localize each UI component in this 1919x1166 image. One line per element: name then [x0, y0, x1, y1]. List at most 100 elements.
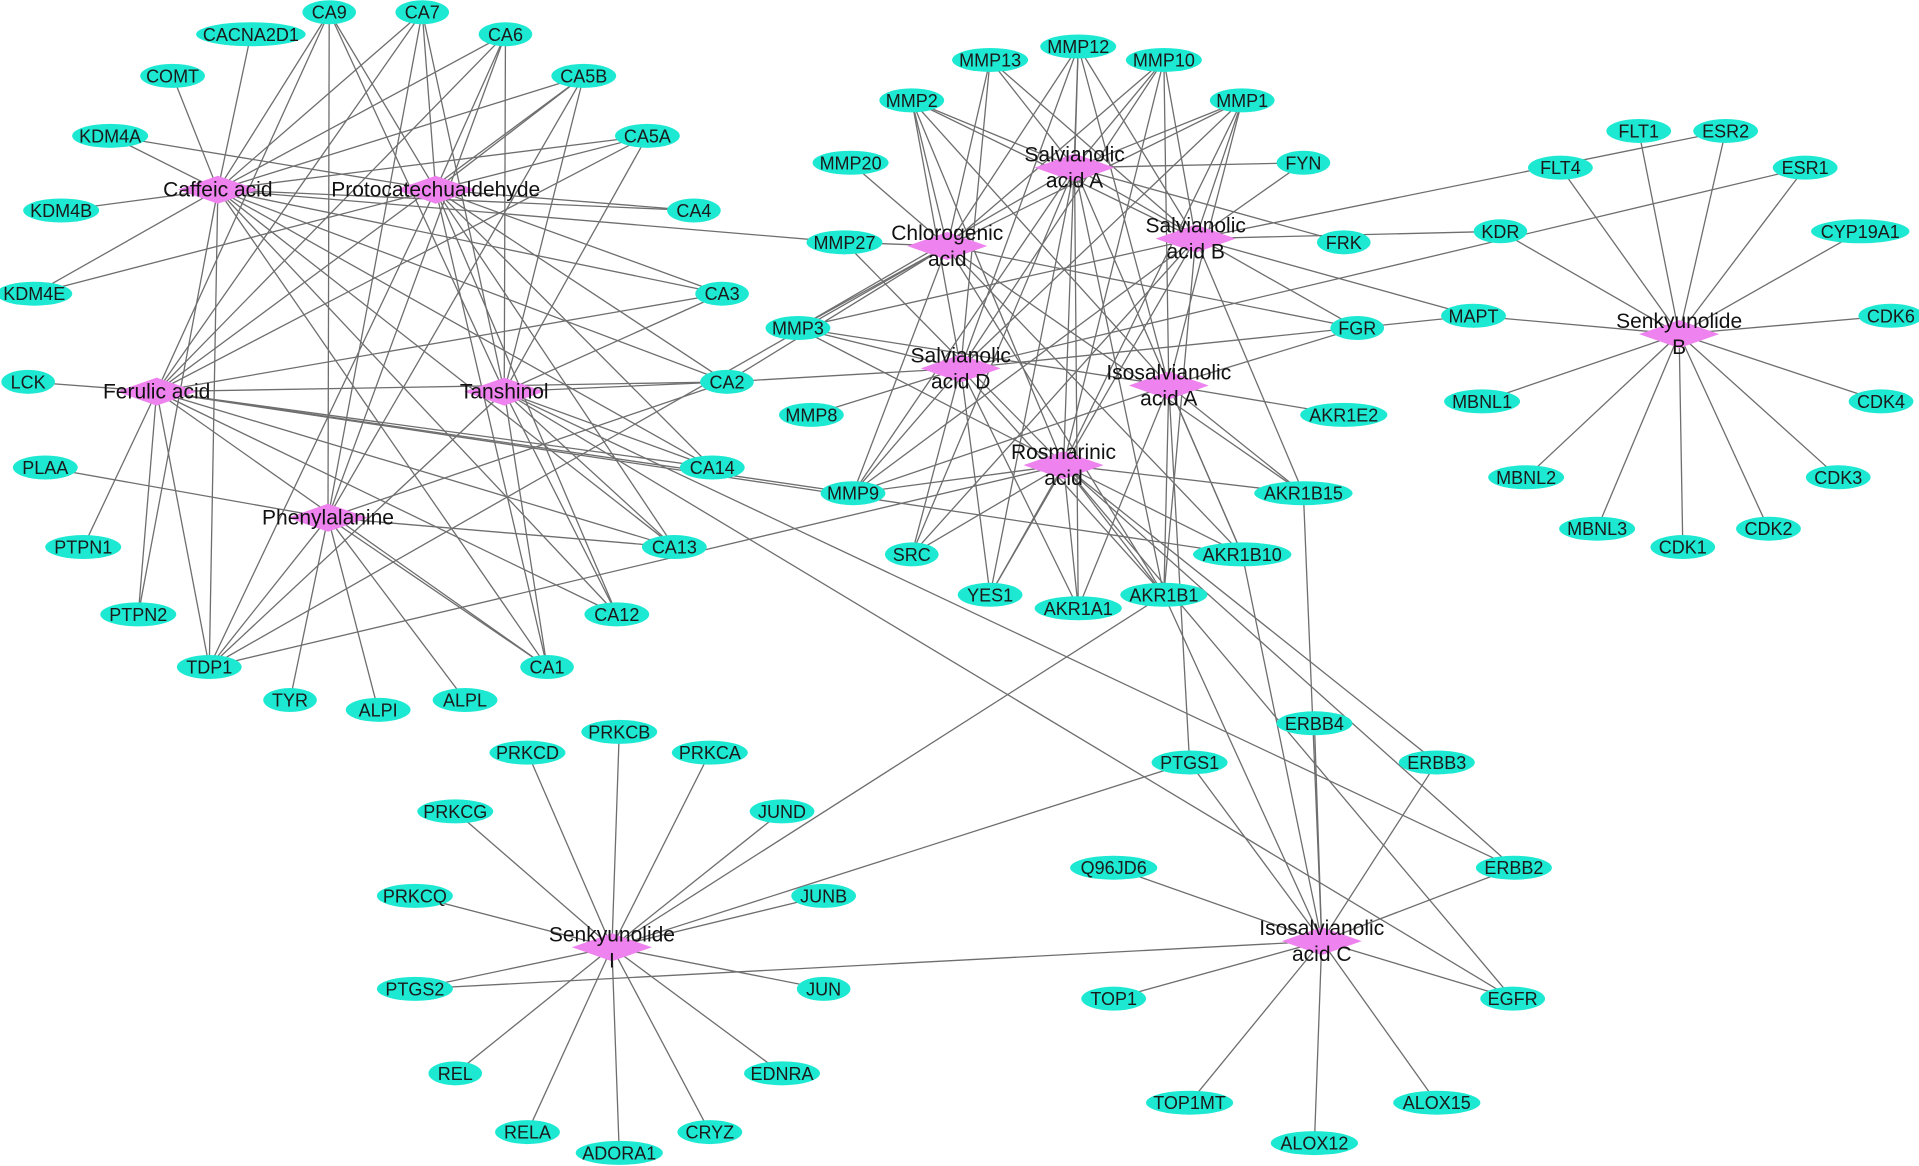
target-node-fgr[interactable]: FGR: [1330, 315, 1385, 340]
target-node-tdp1[interactable]: TDP1: [176, 654, 242, 679]
target-node-prkca[interactable]: PRKCA: [671, 740, 748, 765]
compound-node-caffeic[interactable]: Caffeic acid: [163, 175, 273, 204]
target-label: AKR1B1: [1129, 585, 1198, 605]
target-node-ca6[interactable]: CA6: [478, 22, 533, 47]
target-node-ca3[interactable]: CA3: [695, 281, 749, 306]
target-node-mmp13[interactable]: MMP13: [952, 47, 1029, 72]
target-node-ca4[interactable]: CA4: [667, 198, 721, 223]
target-node-prkcb[interactable]: PRKCB: [581, 719, 658, 744]
target-node-alox12[interactable]: ALOX12: [1270, 1131, 1359, 1156]
target-node-jund[interactable]: JUND: [749, 799, 815, 824]
target-node-src[interactable]: SRC: [884, 542, 939, 567]
target-node-cacna2d1[interactable]: CACNA2D1: [196, 22, 306, 47]
target-node-ptpn1[interactable]: PTPN1: [45, 535, 122, 560]
target-node-mmp20[interactable]: MMP20: [812, 150, 889, 175]
target-node-ca12[interactable]: CA12: [584, 602, 650, 627]
target-node-jun[interactable]: JUN: [796, 976, 851, 1001]
target-node-mapt[interactable]: MAPT: [1441, 303, 1506, 328]
target-node-flt1[interactable]: FLT1: [1606, 118, 1672, 143]
target-node-cdk6[interactable]: CDK6: [1858, 303, 1919, 328]
target-node-ca5b[interactable]: CA5B: [551, 63, 617, 88]
target-node-ptgs1[interactable]: PTGS1: [1151, 750, 1228, 775]
target-node-erbb2[interactable]: ERBB2: [1475, 855, 1552, 880]
target-node-lck[interactable]: LCK: [1, 369, 55, 394]
target-node-comt[interactable]: COMT: [140, 63, 205, 88]
target-node-cdk1[interactable]: CDK1: [1650, 535, 1716, 560]
target-node-fyn[interactable]: FYN: [1276, 150, 1331, 175]
target-node-ca1[interactable]: CA1: [520, 654, 574, 679]
target-node-akr1b15[interactable]: AKR1B15: [1254, 481, 1353, 506]
target-node-ca13[interactable]: CA13: [641, 535, 707, 560]
target-node-mmp3[interactable]: MMP3: [765, 315, 831, 340]
compound-node-protocat[interactable]: Protocatechualdehyde: [331, 175, 540, 204]
target-node-cdk3[interactable]: CDK3: [1805, 465, 1871, 490]
target-node-mmp12[interactable]: MMP12: [1040, 34, 1117, 59]
target-node-mmp9[interactable]: MMP9: [820, 481, 886, 506]
target-node-plaa[interactable]: PLAA: [12, 455, 78, 480]
target-node-kdm4a[interactable]: KDM4A: [72, 123, 149, 148]
target-node-alpl[interactable]: ALPL: [432, 688, 498, 713]
target-node-junb[interactable]: JUNB: [791, 883, 857, 908]
target-node-mmp27[interactable]: MMP27: [806, 230, 883, 255]
target-node-akr1a1[interactable]: AKR1A1: [1034, 596, 1122, 621]
target-node-akr1e2[interactable]: AKR1E2: [1300, 402, 1388, 427]
target-node-q96jd6[interactable]: Q96JD6: [1070, 855, 1158, 880]
target-node-cyp19a1[interactable]: CYP19A1: [1811, 219, 1910, 244]
target-node-esr1[interactable]: ESR1: [1772, 155, 1838, 180]
target-node-mbnl1[interactable]: MBNL1: [1444, 389, 1521, 414]
target-node-prkcq[interactable]: PRKCQ: [376, 883, 453, 908]
target-node-prkcg[interactable]: PRKCG: [417, 799, 494, 824]
target-node-kdm4e[interactable]: KDM4E: [0, 281, 73, 306]
target-node-ca9[interactable]: CA9: [302, 0, 357, 25]
target-node-adora1[interactable]: ADORA1: [575, 1140, 663, 1165]
target-node-akr1b1[interactable]: AKR1B1: [1120, 582, 1208, 607]
target-node-cryz[interactable]: CRYZ: [677, 1120, 743, 1145]
target-node-mmp1[interactable]: MMP1: [1209, 88, 1275, 113]
target-node-flt4[interactable]: FLT4: [1528, 155, 1593, 180]
target-node-ednra[interactable]: EDNRA: [744, 1061, 821, 1086]
target-node-alox15[interactable]: ALOX15: [1393, 1090, 1481, 1115]
compound-node-ferulic[interactable]: Ferulic acid: [103, 377, 210, 406]
target-node-cdk4[interactable]: CDK4: [1848, 389, 1914, 414]
target-node-ptpn2[interactable]: PTPN2: [100, 602, 177, 627]
target-node-prkcd[interactable]: PRKCD: [489, 740, 566, 765]
target-node-mmp8[interactable]: MMP8: [779, 402, 844, 427]
target-node-frk[interactable]: FRK: [1316, 230, 1371, 255]
target-node-top1mt[interactable]: TOP1MT: [1145, 1090, 1234, 1115]
target-node-ptgs2[interactable]: PTGS2: [376, 976, 453, 1001]
target-node-tyr[interactable]: TYR: [263, 688, 317, 713]
target-node-top1[interactable]: TOP1: [1081, 986, 1147, 1011]
target-node-mmp2[interactable]: MMP2: [879, 88, 945, 113]
compound-node-phenylalanine[interactable]: Phenylalanine: [262, 503, 394, 532]
target-node-cdk2[interactable]: CDK2: [1736, 516, 1801, 541]
target-node-ca5a[interactable]: CA5A: [615, 123, 680, 148]
target-node-ca2[interactable]: CA2: [700, 369, 754, 394]
target-node-rel[interactable]: REL: [428, 1061, 483, 1086]
target-node-kdr[interactable]: KDR: [1473, 219, 1528, 244]
compound-node-tanshinol[interactable]: Tanshinol: [460, 377, 549, 406]
target-node-ca14[interactable]: CA14: [679, 455, 745, 480]
target-node-esr2[interactable]: ESR2: [1693, 118, 1759, 143]
target-node-mbnl2[interactable]: MBNL2: [1488, 465, 1565, 490]
target-node-mmp10[interactable]: MMP10: [1125, 47, 1202, 72]
target-label: KDR: [1481, 222, 1519, 242]
target-node-alpi[interactable]: ALPI: [345, 697, 411, 722]
target-node-egfr[interactable]: EGFR: [1480, 986, 1546, 1011]
target-node-erbb3[interactable]: ERBB3: [1398, 750, 1475, 775]
target-node-mbnl3[interactable]: MBNL3: [1559, 516, 1636, 541]
target-node-ca7[interactable]: CA7: [395, 0, 450, 25]
target-node-erbb4[interactable]: ERBB4: [1276, 711, 1353, 736]
target-node-rela[interactable]: RELA: [495, 1120, 560, 1145]
target-node-kdm4b[interactable]: KDM4B: [23, 198, 100, 223]
target-node-akr1b10[interactable]: AKR1B10: [1193, 542, 1292, 567]
target-node-yes1[interactable]: YES1: [957, 582, 1023, 607]
